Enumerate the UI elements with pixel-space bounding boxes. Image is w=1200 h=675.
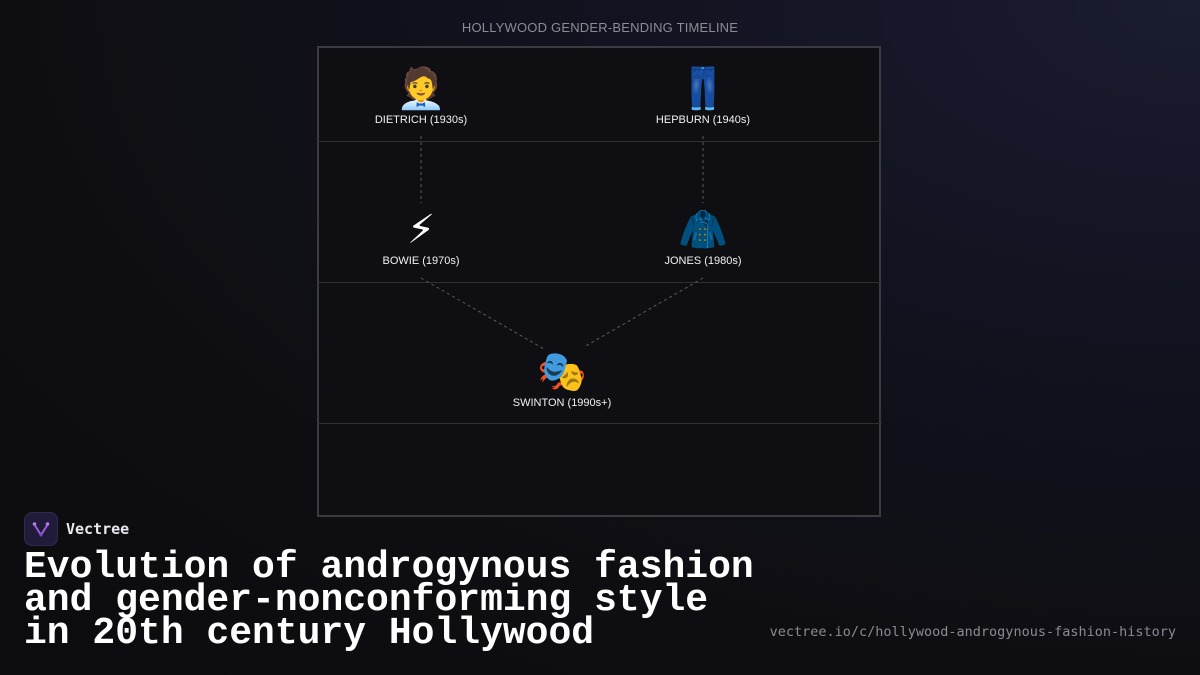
jeans-icon: 👖 [678, 66, 728, 112]
row-divider [318, 141, 882, 142]
diagram-frame [317, 46, 881, 517]
row-divider [318, 423, 882, 424]
node-swinton: 🎭 SWINTON (1990s+) [462, 349, 662, 409]
node-label: SWINTON (1990s+) [512, 397, 612, 409]
node-hepburn: 👖 HEPBURN (1940s) [603, 66, 803, 126]
vectree-logo-icon [24, 512, 58, 546]
lightning-icon: ⚡ [406, 207, 436, 253]
node-label: DIETRICH (1930s) [374, 114, 468, 126]
node-bowie: ⚡ BOWIE (1970s) [321, 207, 521, 267]
node-label: JONES (1980s) [664, 255, 742, 267]
node-jones: 🧥 JONES (1980s) [603, 207, 803, 267]
edge-bowie-swinton [420, 277, 545, 350]
tuxedo-person-icon: 🧑‍💼 [396, 66, 446, 112]
page-headline: Evolution of androgynous fashion and gen… [24, 546, 754, 655]
row-divider [318, 282, 882, 283]
edge-jones-swinton [583, 277, 704, 348]
brand-name: Vectree [66, 520, 130, 538]
theater-masks-icon: 🎭 [537, 349, 587, 395]
node-label: BOWIE (1970s) [382, 255, 460, 267]
brand[interactable]: Vectree [24, 512, 129, 546]
diagram-title: HOLLYWOOD GENDER-BENDING TIMELINE [461, 20, 739, 35]
coat-icon: 🧥 [678, 207, 728, 253]
node-dietrich: 🧑‍💼 DIETRICH (1930s) [321, 66, 521, 126]
node-label: HEPBURN (1940s) [655, 114, 751, 126]
page-url[interactable]: vectree.io/c/hollywood-androgynous-fashi… [769, 624, 1176, 640]
